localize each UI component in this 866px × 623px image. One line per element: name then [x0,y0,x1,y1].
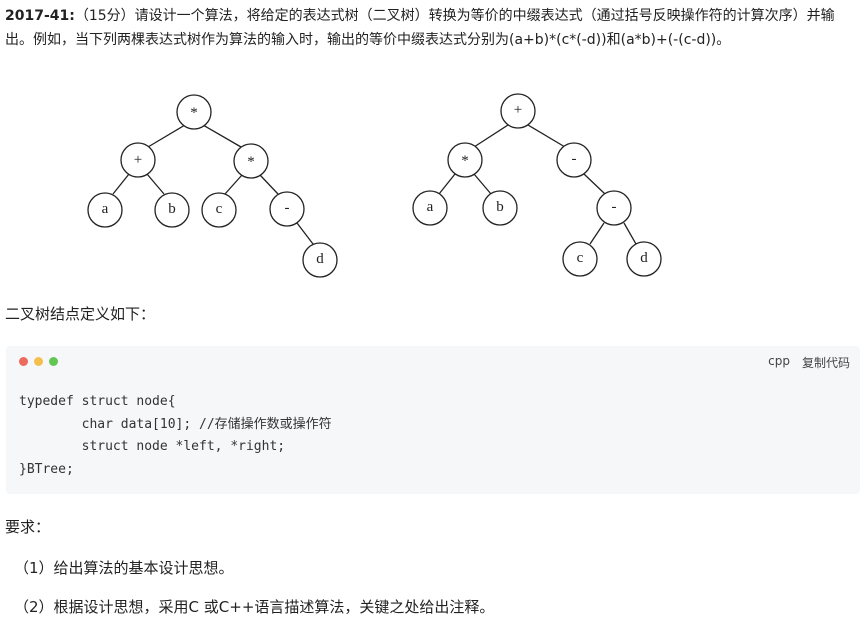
tree2-node-root [500,93,536,129]
tree1-label-left-right: b [168,201,176,217]
code-line: struct node *left, *right; [19,439,286,454]
code-toolbar: cpp 复制代码 [768,354,850,371]
tree1-label-right: * [247,154,255,170]
tree1-label-left: + [134,152,142,168]
tree2-node-right-right-left [562,241,598,277]
tree1-node-right-left [201,192,237,228]
requirement-item: （2）根据设计思想，采用C 或C++语言描述算法，关键之处给出注释。 [14,598,495,616]
requirement-item: （1）给出算法的基本设计思想。 [14,559,234,577]
tree1-node-left-right [154,192,190,228]
expression-trees-figure: * + * a b c - d + * - a b - c d [0,88,866,288]
tree1-label-root: * [190,105,198,121]
tree2-label-right: - [572,151,577,167]
tree2-label-root: + [514,102,522,118]
tree1-label-left-left: a [102,201,109,217]
tree1-node-right-right-right [302,242,338,278]
tree2-label-left-right: b [496,199,504,215]
tree2-node-left-right [482,190,518,226]
tree2-node-right-right-right [626,241,662,277]
code-language-label: cpp [768,354,790,368]
tree1-node-left [120,142,156,178]
code-block: cpp 复制代码 typedef struct node{ char data[… [6,346,860,494]
tree2-label-right-right-right: d [640,250,648,266]
code-line: char data[10]; //存储操作数或操作符 [19,416,332,432]
code-line: typedef struct node{ [19,394,176,409]
tree2-node-left [447,142,483,178]
problem-text: （15分）请设计一个算法，将给定的表达式树（二叉树）转换为等价的中缀表达式（通过… [5,8,835,48]
tree2-label-left: * [461,153,469,169]
tree2-label-left-left: a [427,199,434,215]
tree1-label-right-right-right: d [316,251,324,267]
tree1-node-right [233,143,269,179]
window-dots [19,357,58,366]
problem-label: 2017-41: [5,8,75,24]
problem-statement: 2017-41:（15分）请设计一个算法，将给定的表达式树（二叉树）转换为等价的… [5,4,861,52]
tree1-label-right-left: c [216,201,223,217]
tree2-node-left-left [412,190,448,226]
code-line: }BTree; [19,461,74,477]
tree1-node-right-right [269,191,305,227]
tree2-node-right-right [596,190,632,226]
red-dot-icon [19,357,28,366]
requirements-title: 要求： [5,518,51,536]
tree1-node-root [176,94,212,130]
code-content: typedef struct node{ char data[10]; //存储… [19,391,332,481]
yellow-dot-icon [34,357,43,366]
tree2-label-right-right: - [612,199,617,215]
tree2-node-right [556,142,592,178]
tree1-node-left-left [87,192,123,228]
tree1-label-right-right: - [285,200,290,216]
green-dot-icon [49,357,58,366]
tree2-label-right-right-left: c [577,250,584,266]
expression-trees-svg: * + * a b c - d + * - a b - c d [87,93,662,278]
copy-code-button[interactable]: 复制代码 [801,356,850,370]
definition-title: 二叉树结点定义如下： [5,305,156,323]
